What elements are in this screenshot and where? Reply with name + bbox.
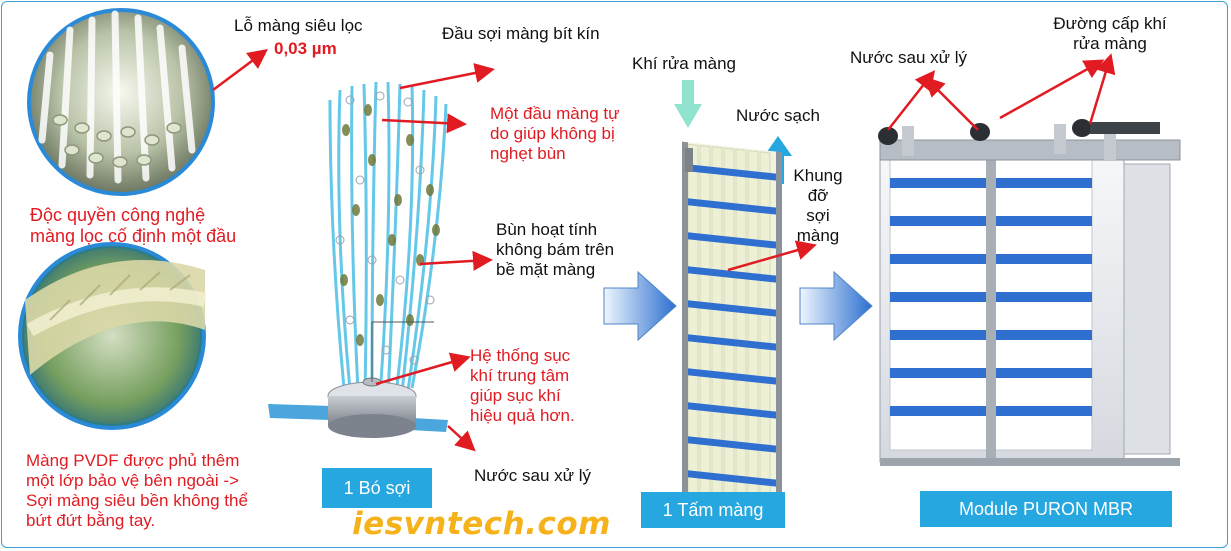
- flow-arrow-2: [799, 270, 873, 342]
- clean-water-label: Nước sạch: [736, 106, 820, 125]
- treated-water-label-1: Nước sau xử lý: [474, 466, 592, 485]
- fiber-zoom-circle: [27, 8, 215, 196]
- sealed-end-label: Đầu sợi màng bít kín: [442, 24, 600, 43]
- bundle-caption-box: 1 Bó sợi: [322, 468, 432, 508]
- pore-title: Lỗ màng siêu lọc: [234, 16, 363, 35]
- puron-module-illustration: [878, 119, 1181, 466]
- flow-arrow-1: [603, 270, 677, 342]
- scour-air-label: Khí rửa màng: [632, 54, 736, 73]
- panel-caption-box: 1 Tấm màng: [641, 492, 785, 528]
- membrane-panel-illustration: [682, 141, 782, 527]
- watermark-text: iesvntech.com: [352, 506, 611, 542]
- pore-value: 0,03 µm: [274, 39, 337, 58]
- module-caption-box: Module PURON MBR: [920, 491, 1172, 527]
- treated-water-label-2: Nước sau xử lý: [850, 48, 968, 67]
- red-pointer-arrows: [212, 49, 1116, 452]
- air-down-arrow: [674, 80, 702, 128]
- fiber-bundle-illustration: [268, 81, 448, 438]
- pvdf-zoom-circle: [18, 242, 207, 430]
